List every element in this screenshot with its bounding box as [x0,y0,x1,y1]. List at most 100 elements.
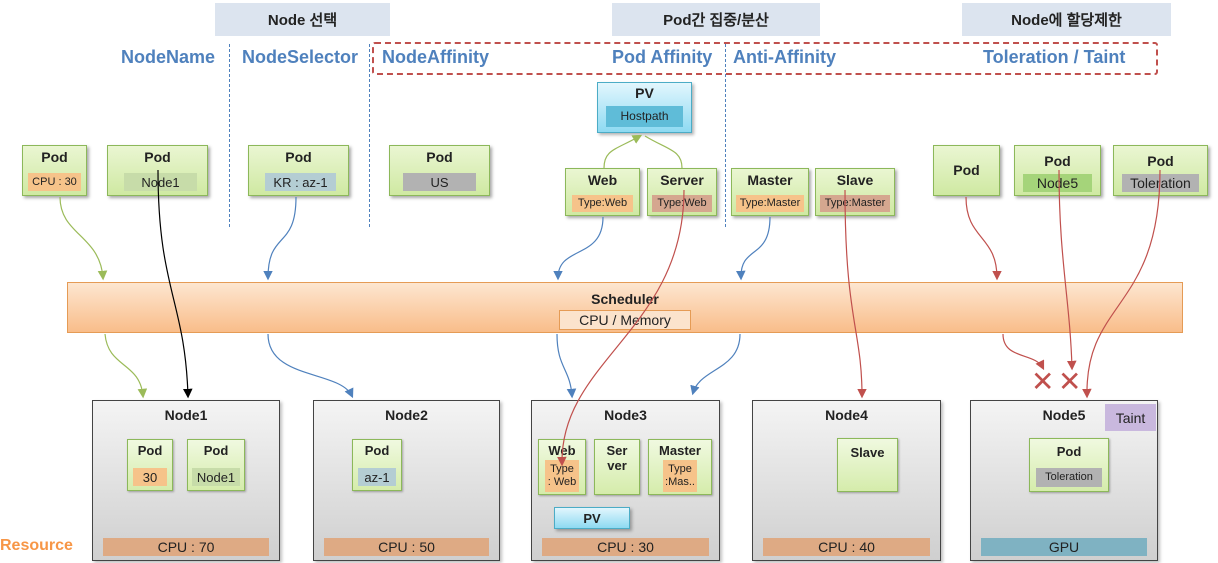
pod-title: Pod [285,149,312,165]
node-resource: GPU [981,538,1147,556]
pod-tag: az-1 [358,468,396,486]
scheduler: Scheduler CPU / Memory [67,282,1183,333]
pod-title: Pod [203,443,229,458]
node-pod: Web Type : Web [538,439,586,495]
pod-tag: Toleration [1122,174,1199,192]
pod-title: Pod [1056,444,1082,459]
node-pod: Pod Node1 [187,439,245,491]
pod-title: Pod [144,149,171,165]
pod-tag: Node5 [1023,174,1092,192]
pod-tag: Node1 [124,173,197,191]
arrow-node5-pod [1058,169,1077,371]
pod-title: Master [659,443,701,458]
pod-tag: US [403,173,476,191]
node-resource: CPU : 40 [763,538,930,556]
header-pod-concentration: Pod간 집중/분산 [612,3,820,36]
arrow-plain-pod [965,196,1002,281]
pod-tag: CPU : 30 [28,173,81,191]
category-node-name: NodeName [121,47,216,67]
node-title: Node2 [385,407,428,423]
node5: Node5 Taint Pod Toleration GPU [970,400,1158,561]
pod-title: Pod [137,443,163,458]
pod-title: Server [660,172,704,188]
node-title: Node3 [604,407,647,423]
pod-title: Pod [364,443,390,458]
category-toleration-taint: Toleration / Taint [983,47,1126,67]
node1: Node1 Pod 30 Pod Node1 CPU : 70 [92,400,280,561]
pod-tag: Type : Web [545,460,579,492]
pod-title: Web [548,443,576,458]
pod-title: Pod [953,162,980,178]
pod-tag: Type:Web [572,195,633,212]
arrow-pv-server [644,135,683,169]
pod-node-name: Pod Node1 [107,145,208,196]
pod-tag: Type :Mas.. [663,460,697,492]
node-resource: CPU : 70 [103,538,269,556]
resource-label: Resource [0,537,73,554]
pod-title: Pod [1147,153,1174,169]
separator-line [725,44,726,227]
node3: Node3 Web Type : Web Ser ver Master Type… [531,400,720,561]
node-resource: CPU : 30 [542,538,709,556]
node-pod: Pod az-1 [352,439,402,491]
node-title: Node5 [1042,407,1086,423]
pod-tag: Type:Master [820,195,890,212]
pod-master: Master Type:Master [731,168,809,216]
header-node-select: Node 선택 [215,3,390,36]
reject-x-icon: ✕ [1058,366,1082,397]
scheduler-tag: CPU / Memory [559,310,691,330]
pod-title: Web [587,172,618,188]
pod-node-affinity: Pod US [389,145,490,196]
pod-toleration: Pod Toleration [1113,145,1208,196]
arrow-scheduler-node2 [267,333,354,399]
node-pod: Pod Toleration [1029,438,1109,492]
pod-title: Master [747,172,793,188]
arrow-node-selector [263,196,297,281]
category-node-affinity: NodeAffinity [382,47,489,67]
pod-title: Pod [1044,153,1071,169]
separator-line [229,44,230,227]
pod-title: Ser ver [606,443,628,473]
pod-cpu: Pod CPU : 30 [22,145,87,196]
arrow-scheduler-reject [1002,333,1045,371]
node-title: Node4 [825,407,868,423]
pod-web: Web Type:Web [565,168,640,216]
pod-plain: Pod [933,145,1000,196]
advanced-scheduling-box [372,42,1158,75]
scheduler-title: Scheduler [591,291,659,307]
category-pod-affinity: Pod Affinity [612,47,713,67]
pod-tag: KR : az-1 [265,173,336,191]
category-node-selector: NodeSelector [242,47,359,67]
arrow-scheduler-node3-right [690,333,741,396]
node4: Node4 Slave CPU : 40 [752,400,941,561]
pod-tag: 30 [133,468,167,486]
arrow-web [553,216,604,281]
arrow-pv-web [603,134,643,169]
pod-title: Pod [41,149,68,165]
pv-tag: Hostpath [606,106,683,127]
node-pod: Slave [837,438,898,492]
arrow-cpu-pod [59,196,108,281]
arrow-master [735,216,771,281]
node-pv: PV [554,507,630,529]
pod-slave: Slave Type:Master [815,168,895,216]
pod-title: Pod [426,149,453,165]
node-pod: Pod 30 [127,439,173,491]
node-title: Node1 [164,407,208,423]
pod-node5-target: Pod Node5 [1014,145,1101,196]
taint-badge: Taint [1105,404,1156,431]
reject-x-icon: ✕ [1031,366,1055,397]
pod-tag: Toleration [1036,468,1102,487]
pod-node-selector: Pod KR : az-1 [248,145,349,196]
pod-tag: Type:Master [736,195,804,212]
pod-title: Slave [850,445,885,460]
node2: Node2 Pod az-1 CPU : 50 [313,400,500,561]
node-pod: Master Type :Mas.. [648,439,712,495]
arrow-scheduler-node3-left [556,333,577,399]
pod-title: Slave [836,172,874,188]
pod-server: Server Type:Web [647,168,717,216]
pod-tag: Node1 [192,468,240,486]
arrow-scheduler-node1-green [104,333,148,399]
header-node-restriction: Node에 할당제한 [962,3,1171,36]
pv-hostpath: PV Hostpath [597,82,692,133]
